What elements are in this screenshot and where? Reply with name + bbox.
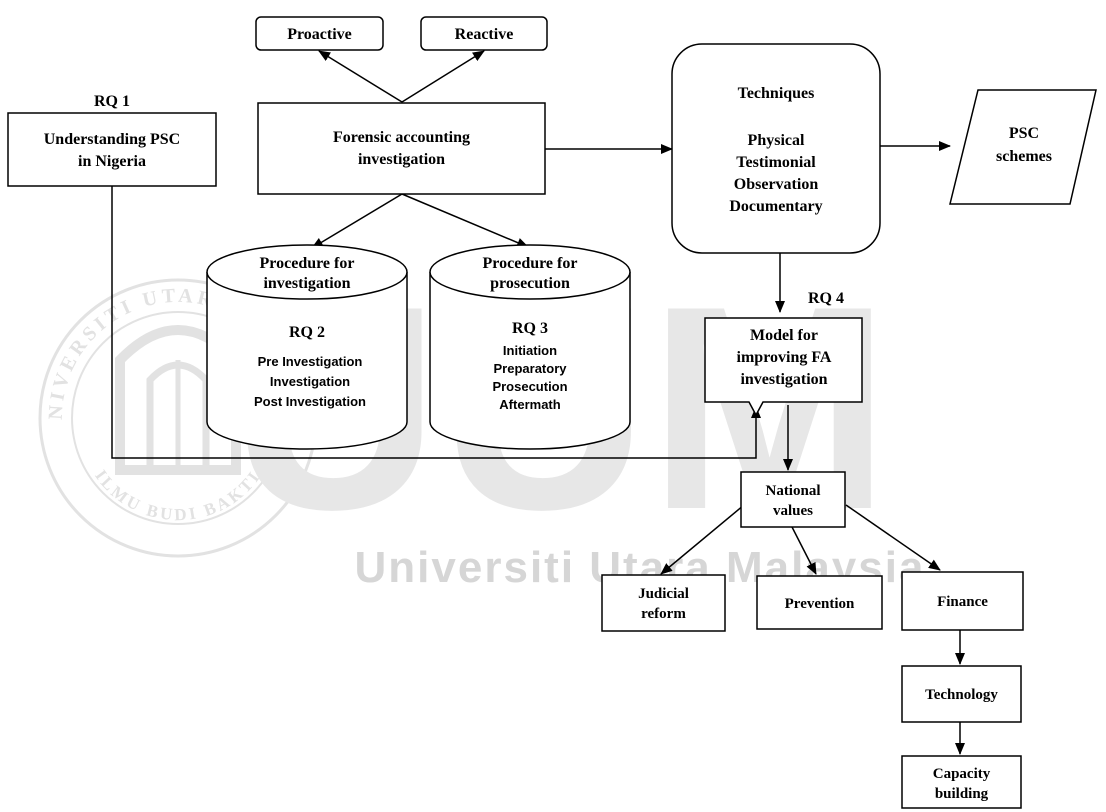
judicial-reform-line-2: reform bbox=[641, 606, 686, 622]
techniques-physical: Physical bbox=[748, 132, 805, 149]
technology-label: Technology bbox=[925, 687, 998, 703]
judicial-reform-box: Judicial reform bbox=[601, 574, 726, 632]
judicial-reform-line-1: Judicial bbox=[638, 586, 689, 602]
finance-box: Finance bbox=[901, 571, 1024, 631]
procedure-investigation-cylinder: Procedure for investigation RQ 2 Pre Inv… bbox=[206, 244, 408, 450]
psc-schemes-parallelogram: PSC schemes bbox=[949, 89, 1097, 205]
techniques-box: Techniques Physical Testimonial Observat… bbox=[671, 43, 881, 254]
finance-label: Finance bbox=[937, 594, 988, 610]
procedure-investigation-title-2: investigation bbox=[263, 275, 350, 292]
procedure-investigation-item-2: Investigation bbox=[270, 374, 350, 389]
prevention-box: Prevention bbox=[756, 575, 883, 630]
technology-box: Technology bbox=[901, 665, 1022, 723]
procedure-prosecution-title-1: Procedure for bbox=[483, 255, 578, 272]
understanding-psc-box: Understanding PSC in Nigeria bbox=[7, 112, 217, 187]
prevention-label: Prevention bbox=[785, 596, 855, 612]
procedure-prosecution-cylinder: Procedure for prosecution RQ 3 Initiatio… bbox=[429, 244, 631, 450]
reactive-label: Reactive bbox=[455, 26, 514, 43]
procedure-prosecution-item-3: Prosecution bbox=[492, 379, 567, 394]
capacity-building-line-1: Capacity bbox=[933, 766, 991, 782]
proactive-box: Proactive bbox=[255, 16, 384, 51]
connectors bbox=[111, 50, 965, 755]
forensic-accounting-box: Forensic accounting investigation bbox=[257, 102, 546, 195]
procedure-prosecution-title-2: prosecution bbox=[490, 275, 570, 292]
national-values-box: National values bbox=[740, 471, 846, 528]
psc-schemes-line-1: PSC bbox=[1009, 125, 1039, 142]
proactive-label: Proactive bbox=[287, 26, 352, 43]
national-values-line-2: values bbox=[773, 503, 813, 519]
rq3-label: RQ 3 bbox=[512, 320, 548, 337]
national-values-line-1: National bbox=[765, 483, 820, 499]
model-line-2: improving FA bbox=[737, 349, 832, 366]
capacity-building-line-2: building bbox=[935, 786, 989, 802]
understanding-line-2: in Nigeria bbox=[78, 153, 146, 170]
procedure-investigation-title-1: Procedure for bbox=[260, 255, 355, 272]
procedure-investigation-item-3: Post Investigation bbox=[254, 394, 366, 409]
procedure-investigation-item-1: Pre Investigation bbox=[258, 354, 363, 369]
understanding-line-1: Understanding PSC bbox=[44, 131, 180, 148]
model-line-3: investigation bbox=[740, 371, 827, 388]
procedure-prosecution-item-1: Initiation bbox=[503, 343, 557, 358]
psc-schemes-line-2: schemes bbox=[996, 148, 1052, 165]
techniques-title: Techniques bbox=[738, 85, 815, 102]
capacity-building-box: Capacity building bbox=[901, 755, 1022, 809]
reactive-box: Reactive bbox=[420, 16, 548, 51]
rq1-label: RQ 1 bbox=[94, 93, 130, 110]
forensic-line-2: investigation bbox=[358, 151, 445, 168]
model-callout-box: Model for improving FA investigation bbox=[704, 317, 863, 417]
techniques-testimonial: Testimonial bbox=[736, 154, 816, 171]
techniques-documentary: Documentary bbox=[729, 198, 822, 215]
model-line-1: Model for bbox=[750, 327, 818, 344]
techniques-observation: Observation bbox=[734, 176, 819, 193]
procedure-prosecution-item-4: Aftermath bbox=[499, 397, 560, 412]
rq4-label: RQ 4 bbox=[808, 290, 844, 307]
forensic-line-1: Forensic accounting bbox=[333, 129, 470, 146]
procedure-prosecution-item-2: Preparatory bbox=[494, 361, 568, 376]
rq2-label: RQ 2 bbox=[289, 324, 325, 341]
